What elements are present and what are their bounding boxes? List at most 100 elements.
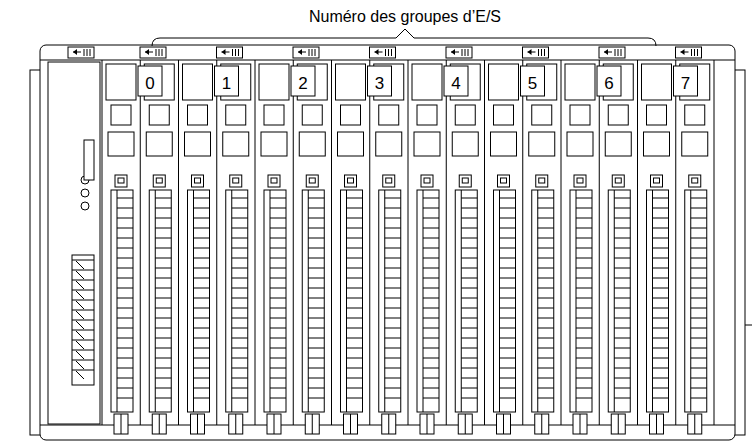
- terminal-line: [423, 388, 439, 389]
- terminal-line: [653, 268, 669, 269]
- terminal-line: [232, 228, 248, 229]
- module-label-area: [108, 132, 134, 156]
- terminal-strip: [570, 190, 592, 412]
- slot-divider: [484, 60, 485, 425]
- terminal-line: [653, 198, 669, 199]
- terminal-strip-edge: [270, 190, 271, 412]
- slot-divider: [331, 60, 332, 425]
- tab-grip: [315, 49, 316, 56]
- terminal-line: [614, 228, 630, 229]
- top-tab: [217, 47, 243, 58]
- module-label-area: [682, 132, 708, 156]
- terminal-line: [347, 298, 363, 299]
- terminal-line: [117, 368, 133, 369]
- terminal-line: [270, 258, 286, 259]
- top-tab: [140, 47, 166, 58]
- adapter-rib: [84, 140, 94, 180]
- connector-latch: [689, 175, 701, 187]
- terminal-line: [232, 248, 248, 249]
- bottom-latch-line: [159, 414, 160, 434]
- terminal-line: [576, 318, 592, 319]
- terminal-line: [423, 348, 439, 349]
- terminal-line: [155, 358, 171, 359]
- terminal-line: [423, 218, 439, 219]
- terminal-line: [270, 228, 286, 229]
- top-tab: [676, 47, 702, 58]
- terminal-line: [385, 358, 401, 359]
- terminal-line: [194, 228, 210, 229]
- terminal-strip: [111, 190, 133, 412]
- terminal-line: [576, 208, 592, 209]
- terminal-line: [308, 308, 324, 309]
- terminal-line: [232, 278, 248, 279]
- terminal-line: [347, 288, 363, 289]
- terminal-line: [385, 338, 401, 339]
- terminal-line: [576, 378, 592, 379]
- connector-latch: [459, 175, 471, 187]
- connector-latch-inner: [615, 178, 621, 183]
- terminal-strip: [685, 190, 707, 412]
- terminal-line: [194, 218, 210, 219]
- terminal-line: [500, 378, 516, 379]
- terminal-strip-edge: [537, 190, 538, 412]
- terminal-line: [653, 348, 669, 349]
- terminal-line: [461, 288, 477, 289]
- terminal-line: [538, 348, 554, 349]
- terminal-line: [155, 378, 171, 379]
- module-label-area: [185, 132, 211, 156]
- terminal-line: [117, 288, 133, 289]
- terminal-line: [614, 198, 630, 199]
- terminal-line: [270, 238, 286, 239]
- terminal-line: [614, 218, 630, 219]
- terminal-line: [576, 248, 592, 249]
- tab-arrowhead: [604, 49, 608, 55]
- terminal-line: [500, 398, 516, 399]
- terminal-line: [461, 378, 477, 379]
- terminal-line: [194, 378, 210, 379]
- terminal-line: [614, 358, 630, 359]
- terminal-screw: [76, 281, 84, 289]
- connector-latch-inner: [309, 178, 315, 183]
- connector-latch-inner: [654, 178, 660, 183]
- terminal-line: [691, 288, 707, 289]
- tab-arrowhead: [528, 49, 532, 55]
- terminal-line: [194, 258, 210, 259]
- terminal-line: [500, 328, 516, 329]
- terminal-line: [461, 348, 477, 349]
- terminal-line: [270, 388, 286, 389]
- terminal-line: [155, 368, 171, 369]
- terminal-line: [232, 218, 248, 219]
- terminal-line: [308, 258, 324, 259]
- terminal-line: [538, 288, 554, 289]
- module-label-area: [338, 132, 364, 156]
- terminal-strip-edge: [690, 190, 691, 412]
- terminal-line: [500, 258, 516, 259]
- terminal-line: [347, 398, 363, 399]
- terminal-strip-edge: [117, 190, 118, 412]
- terminal-line: [155, 198, 171, 199]
- terminal-line: [385, 308, 401, 309]
- tab-arrowhead: [298, 49, 302, 55]
- terminal-strip-edge: [614, 190, 615, 412]
- terminal-screw: [76, 371, 84, 379]
- bottom-latch: [458, 414, 472, 434]
- terminal-line: [614, 378, 630, 379]
- module-label-area: [299, 132, 325, 156]
- connector-latch: [574, 175, 586, 187]
- slot-divider: [255, 60, 256, 425]
- terminal-line: [347, 328, 363, 329]
- top-tab: [599, 47, 625, 58]
- bottom-latch: [420, 414, 434, 434]
- connector-latch: [612, 175, 624, 187]
- terminal-line: [538, 198, 554, 199]
- terminal-line: [614, 338, 630, 339]
- terminal-line: [500, 218, 516, 219]
- terminal-strip: [188, 190, 210, 412]
- bottom-latch: [152, 414, 166, 434]
- module-top: [183, 64, 213, 100]
- connector-latch: [153, 175, 165, 187]
- terminal-line: [538, 328, 554, 329]
- terminal-line: [653, 358, 669, 359]
- terminal-line: [72, 260, 94, 261]
- terminal-line: [347, 208, 363, 209]
